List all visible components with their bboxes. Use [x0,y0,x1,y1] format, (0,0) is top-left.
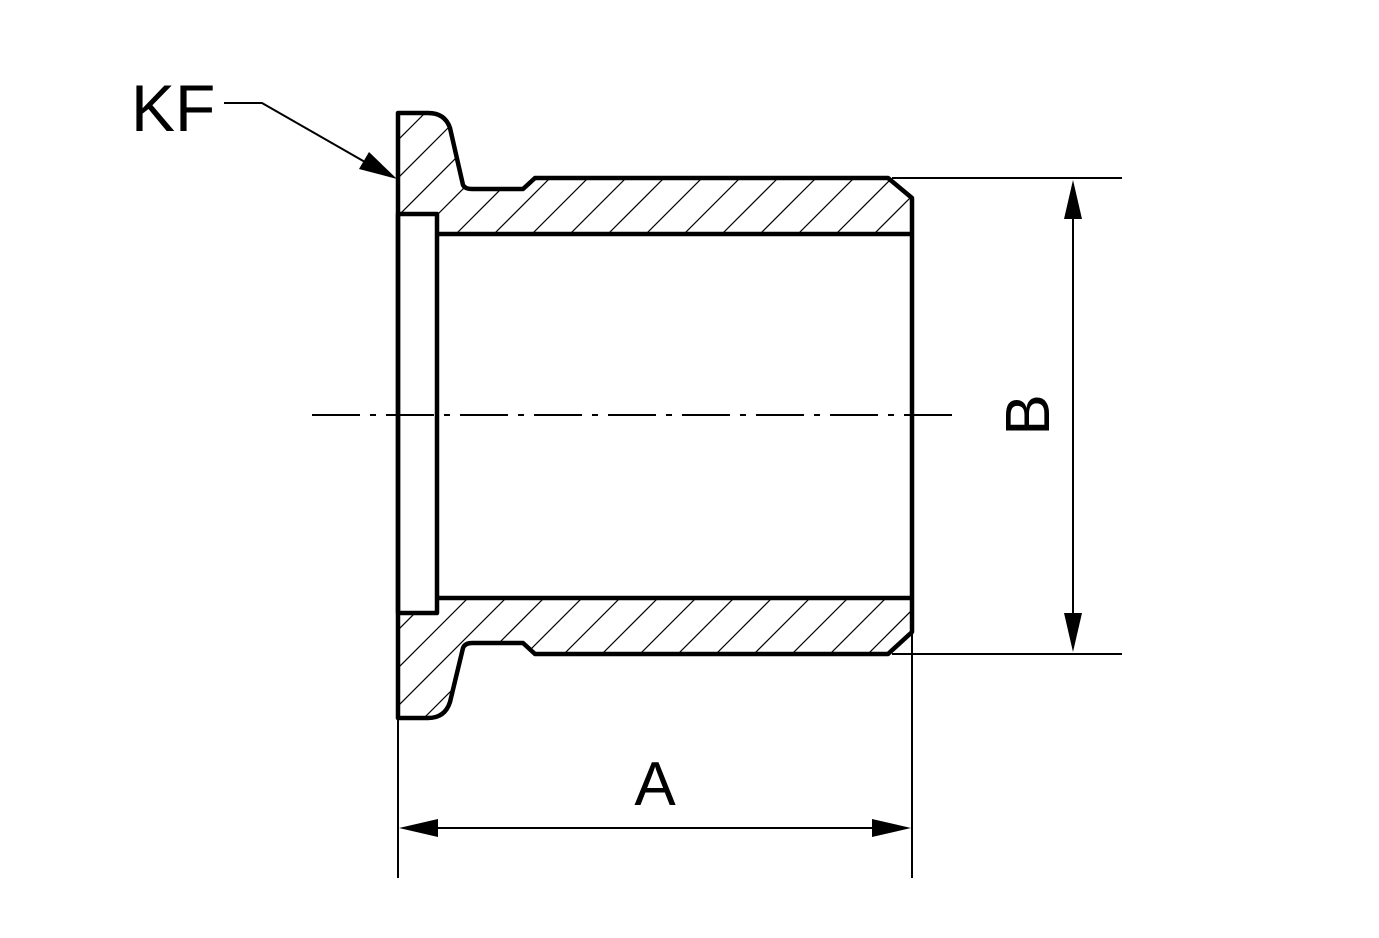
hatch-line [944,100,1084,240]
dimension-a-arrow-left [399,819,438,837]
kf-leader-arrow [359,152,397,179]
hatch-line [753,113,895,234]
dimension-b-arrow-bottom [1064,613,1082,652]
hatch-line [411,113,553,234]
hatch-line [829,113,912,234]
hatch-line [525,113,667,234]
hatch-line [398,113,439,234]
hatch-line [449,598,591,718]
hatch-line [829,598,912,718]
dimension-b-label: B [994,394,1063,435]
hatch-line [715,113,857,234]
hatch-line [639,598,781,718]
hatch-line [398,598,515,718]
hatch-line [905,598,912,718]
hatch-line [525,598,667,718]
dimension-a: A [399,750,911,837]
hatch-line [677,598,819,718]
hatch-line [601,113,743,234]
kf-leader: KF [131,71,397,179]
hatch-line [944,590,1084,730]
hatch-line [753,598,895,718]
kf-label: KF [131,71,215,145]
hatch-line [867,113,912,234]
dimension-a-label: A [634,750,676,819]
hatch-line [487,113,629,234]
section-hatch-bottom [398,590,1084,730]
hatch-line [677,113,819,234]
hatch-line [867,598,912,718]
dimension-b-arrow-top [1064,180,1082,219]
hatch-line [449,113,591,234]
hatch-line [639,113,781,234]
hatch-line [487,598,629,718]
dimension-a-arrow-right [872,819,911,837]
hatch-line [563,113,705,234]
hatch-line [905,113,912,234]
hatch-line [563,598,705,718]
hatch-line [398,598,477,718]
flange-seal-recess [395,211,440,616]
dimension-b: B [994,180,1082,652]
hatch-line [601,598,743,718]
hatch-line [715,598,857,718]
hatch-line [398,113,477,234]
hatch-line [398,598,401,718]
